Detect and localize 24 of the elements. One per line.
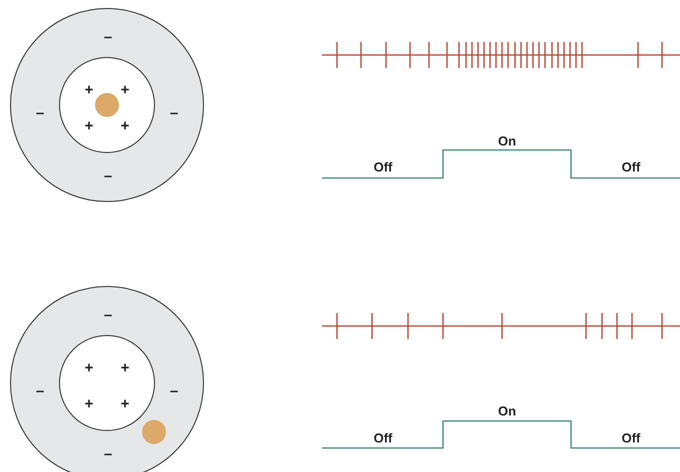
state-label: On [498,134,516,148]
minus-sign: – [104,308,112,322]
plus-sign: + [120,82,130,98]
state-label: Off [374,430,392,446]
state-label: Off [374,160,392,174]
plus-sign: + [120,360,130,376]
minus-sign: – [36,384,44,398]
light-spot [95,93,119,117]
plus-sign: + [84,360,94,376]
state-label: Off [622,430,640,446]
plus-sign: + [84,396,94,412]
minus-sign: – [170,106,178,120]
minus-sign: – [104,446,112,462]
plus-sign: + [84,82,94,98]
plus-sign: + [84,118,94,134]
plus-sign: + [120,118,130,134]
minus-sign: – [170,384,178,398]
state-label: Off [622,160,640,174]
state-label: On [498,404,516,418]
light-spot [142,420,166,444]
plus-sign: + [120,396,130,412]
minus-sign: – [104,168,112,184]
minus-sign: – [104,30,112,44]
minus-sign: – [36,106,44,120]
